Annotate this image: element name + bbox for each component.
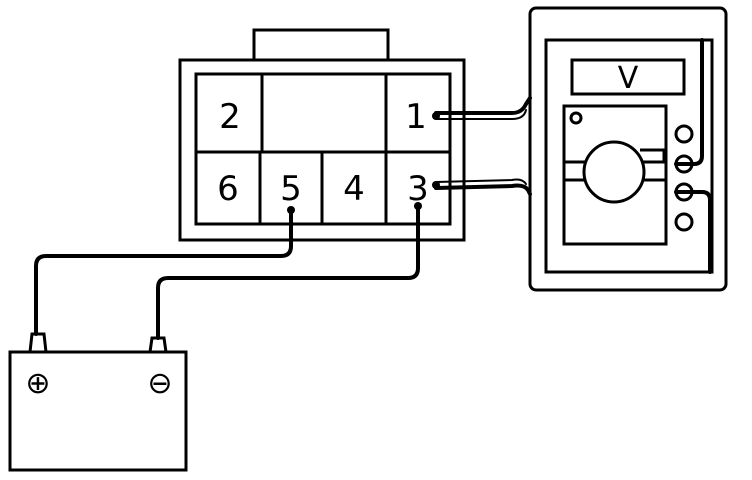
wire-pin5-to-battery-positive bbox=[34, 208, 293, 336]
wire-pin3-probe bbox=[435, 178, 527, 185]
meter-outer-case bbox=[528, 6, 728, 292]
wire-meter-lead-lower bbox=[674, 190, 712, 274]
pin3-contact-dot bbox=[414, 202, 422, 210]
battery-terminal-positive bbox=[28, 332, 48, 353]
battery-terminal-negative bbox=[148, 336, 168, 353]
rotary-dial-icon bbox=[582, 140, 646, 204]
battery-negative-icon: ⊖ bbox=[147, 366, 172, 401]
pin-label-4: 4 bbox=[343, 169, 365, 209]
wire-pin1-probe bbox=[435, 109, 527, 120]
wires bbox=[34, 38, 712, 340]
pin-label-3: 3 bbox=[407, 169, 429, 209]
connector-latch bbox=[252, 28, 390, 62]
pin5-contact-dot bbox=[287, 206, 295, 214]
battery bbox=[8, 332, 188, 472]
pin-label-5: 5 bbox=[280, 169, 302, 209]
meter-display-label: V bbox=[618, 61, 639, 96]
pin-label-6: 6 bbox=[217, 169, 239, 209]
battery-case bbox=[8, 350, 188, 472]
pin1-contact-dot bbox=[432, 112, 440, 120]
dial-pointer bbox=[640, 148, 666, 162]
pin-label-2: 2 bbox=[219, 97, 241, 137]
wire-pin3-to-battery-negative bbox=[156, 204, 420, 340]
wire-endpoints bbox=[287, 112, 440, 214]
battery-positive-icon: ⊕ bbox=[25, 366, 50, 401]
wire-meter-lead-upper bbox=[674, 38, 704, 166]
connector-outer-housing bbox=[178, 58, 466, 242]
pin-label-1: 1 bbox=[405, 97, 427, 137]
meter-led-icon bbox=[569, 111, 583, 125]
meter-inner-case bbox=[544, 38, 714, 274]
meter-display bbox=[570, 58, 686, 96]
wire-pin1-to-meter bbox=[434, 96, 532, 115]
voltmeter bbox=[528, 6, 728, 292]
jack-1-icon bbox=[674, 124, 694, 144]
wire-pin3-to-meter bbox=[434, 183, 532, 196]
jack-4-icon bbox=[674, 212, 694, 232]
connector bbox=[178, 28, 466, 242]
pin3-probe-dot bbox=[432, 181, 440, 189]
